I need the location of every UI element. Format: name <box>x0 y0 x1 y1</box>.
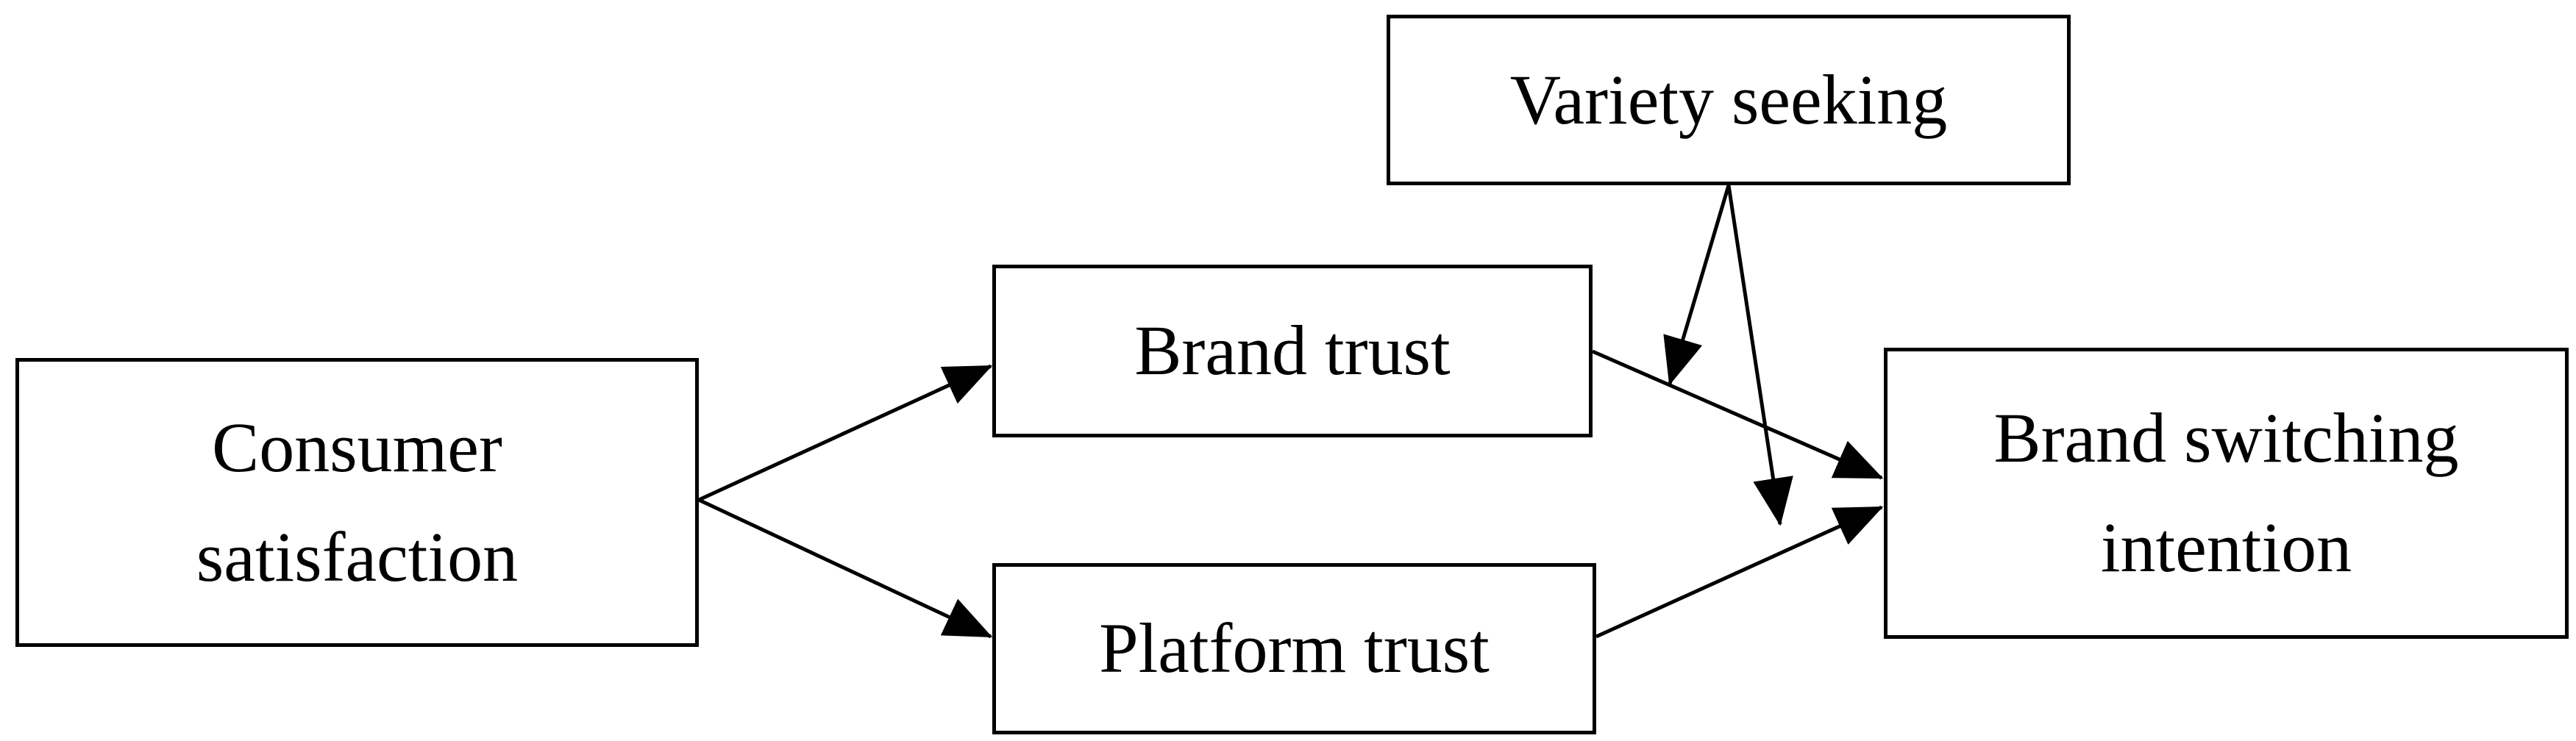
node-brand-switching-intention-label-line1: Brand switching <box>1993 398 2459 478</box>
edge-platform-trust-to-brand-switching-intention <box>1595 505 1884 639</box>
edge-brand-trust-to-brand-switching-intention <box>1591 349 1884 480</box>
node-platform-trust-label: Platform trust <box>1099 609 1490 688</box>
node-platform-trust: Platform trust <box>992 563 1596 734</box>
node-variety-seeking: Variety seeking <box>1387 15 2071 185</box>
edge-variety-seeking-moderation-on-platform-trust-path <box>1726 185 1793 526</box>
node-brand-switching-intention-label-line2: intention <box>2100 508 2352 587</box>
edge-consumer-satisfaction-to-brand-trust <box>697 364 993 502</box>
node-consumer-satisfaction-label-line2: satisfaction <box>196 517 519 596</box>
node-brand-trust: Brand trust <box>992 265 1593 437</box>
edge-variety-seeking-moderation-on-brand-trust-path <box>1663 185 1731 386</box>
node-consumer-satisfaction-label-line1: Consumer <box>212 407 502 487</box>
node-variety-seeking-label: Variety seeking <box>1509 60 1948 139</box>
node-brand-switching-intention: Brand switching intention <box>1884 348 2569 639</box>
node-brand-trust-label: Brand trust <box>1134 311 1451 390</box>
edge-consumer-satisfaction-to-platform-trust <box>697 498 993 639</box>
node-consumer-satisfaction: Consumer satisfaction <box>15 358 699 647</box>
